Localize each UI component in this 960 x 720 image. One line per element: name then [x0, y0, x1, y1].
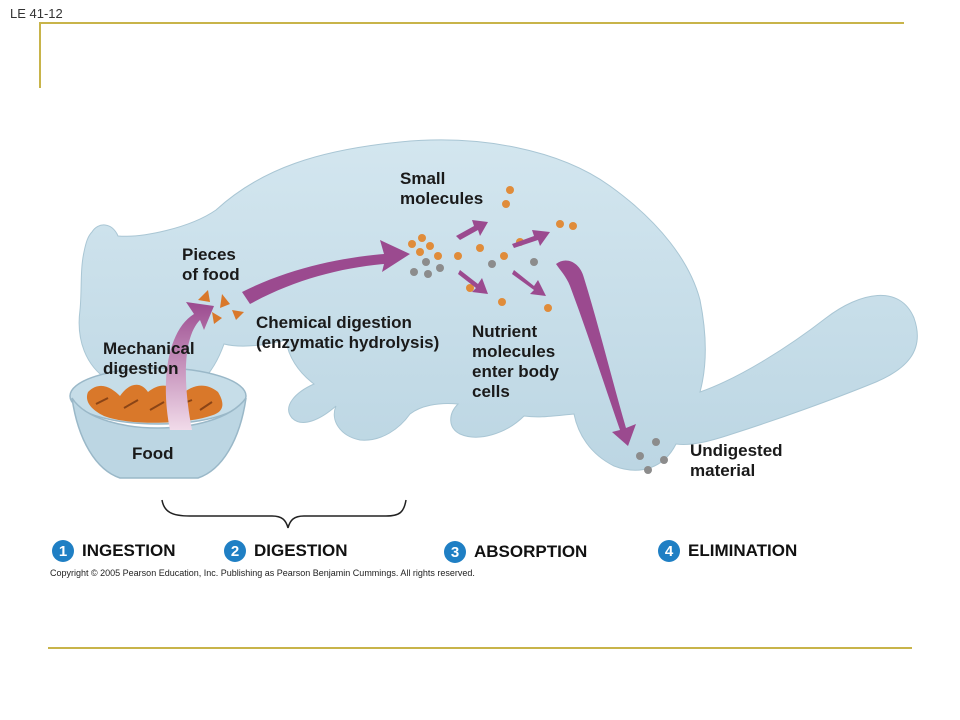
stage-number-badge: 1 — [52, 540, 74, 562]
small-molecules-cluster — [408, 234, 462, 278]
stage-number-badge: 2 — [224, 540, 246, 562]
mechanical-digestion-label: Mechanical digestion — [103, 339, 195, 378]
nutrient-molecules-label: Nutrient molecules enter body cells — [472, 322, 559, 401]
left-rule — [39, 22, 41, 88]
stage-name: ELIMINATION — [688, 541, 798, 560]
small-molecules-label: Small molecules — [400, 169, 484, 208]
stage-number-badge: 3 — [444, 541, 466, 563]
food-piece-2 — [220, 294, 230, 308]
stage-ingestion: 1 INGESTION — [52, 540, 176, 562]
undigested-material-label: Undigested material — [690, 441, 783, 480]
food-in-bowl — [86, 384, 223, 423]
slide-id: LE 41-12 — [10, 6, 63, 21]
stage-name: DIGESTION — [254, 541, 348, 560]
stage-name: ABSORPTION — [474, 542, 588, 561]
food-piece-4 — [232, 310, 244, 320]
digestion-brace — [161, 499, 407, 529]
stage-absorption: 3 ABSORPTION — [444, 541, 587, 563]
food-texture — [95, 397, 213, 411]
food-label: Food — [132, 444, 174, 463]
stage-name: INGESTION — [82, 541, 176, 560]
small-molecule — [502, 200, 510, 208]
copyright-notice: Copyright © 2005 Pearson Education, Inc.… — [50, 568, 475, 578]
pieces-of-food-label: Pieces of food — [182, 245, 240, 284]
elimination-arrow — [556, 260, 636, 446]
stage-number-badge: 4 — [658, 540, 680, 562]
food-piece-1 — [198, 290, 210, 302]
stage-elimination: 4 ELIMINATION — [658, 540, 797, 562]
chemical-digestion-label: Chemical digestion (enzymatic hydrolysis… — [256, 313, 440, 352]
mechanical-digestion-arrow — [165, 302, 214, 430]
chemical-digestion-arrow — [242, 240, 410, 304]
bottom-rule — [48, 647, 912, 649]
food-piece-3 — [212, 312, 222, 324]
bowl-base — [71, 397, 247, 479]
stage-digestion: 2 DIGESTION — [224, 540, 348, 562]
top-rule — [40, 22, 904, 24]
absorption-arrows — [456, 220, 550, 296]
undigested-material — [636, 438, 668, 474]
small-molecule — [506, 186, 514, 194]
cat-body — [78, 139, 918, 471]
